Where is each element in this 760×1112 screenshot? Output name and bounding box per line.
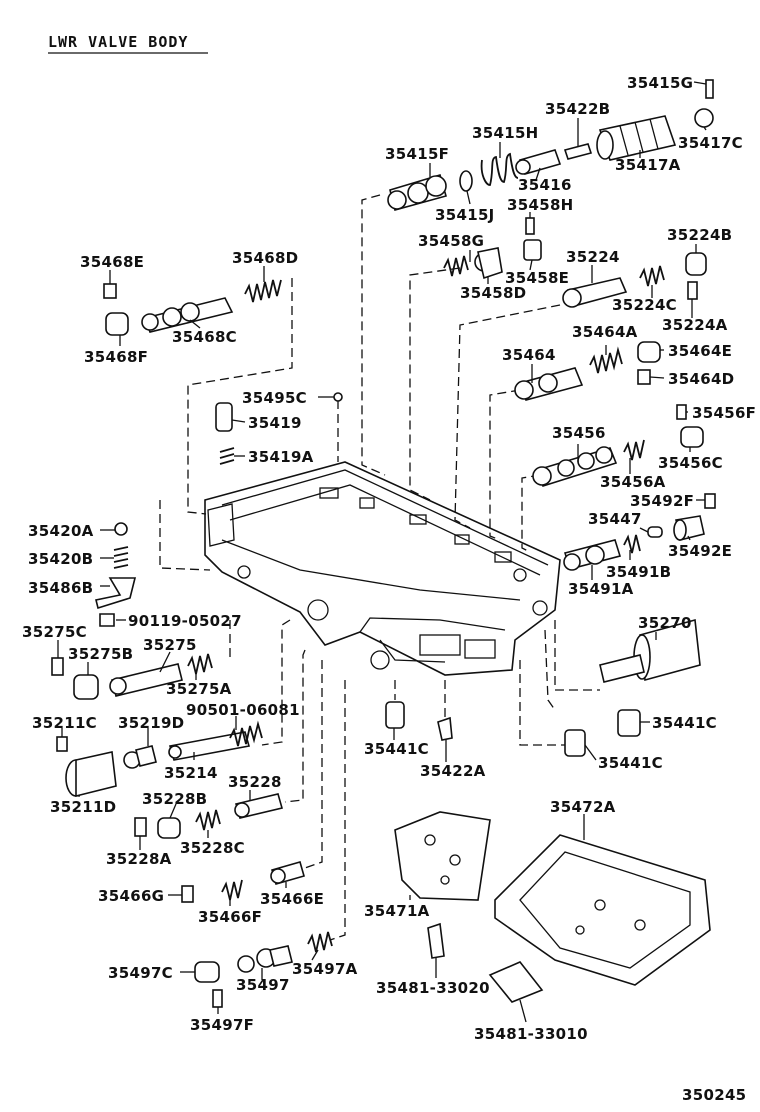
part-label: 35466G xyxy=(98,887,164,905)
part-label: 35441C xyxy=(598,754,663,772)
part-label: 35441C xyxy=(652,714,717,732)
parts-right-lower xyxy=(385,618,711,1003)
part-label: 35486B xyxy=(28,579,93,597)
part-label: 35458H xyxy=(507,196,574,214)
part-label: 35422B xyxy=(545,100,610,118)
part-label: 35419A xyxy=(248,448,314,466)
part-label: 35458E xyxy=(505,269,569,287)
part-label: 90119-05027 xyxy=(128,612,242,630)
part-labels: 35415G 35422B 35415H 35417C 35415F 35416… xyxy=(22,74,756,1043)
part-label: 35416 xyxy=(518,176,572,194)
part-label: 35224C xyxy=(612,296,677,314)
part-label: 35464E xyxy=(668,342,732,360)
part-label: 35468F xyxy=(84,348,148,366)
part-label: 35456 xyxy=(552,424,606,442)
leader-lines xyxy=(57,81,707,1023)
part-label: 35497 xyxy=(236,976,290,994)
part-label: 35214 xyxy=(164,764,218,782)
part-label: 35211C xyxy=(32,714,97,732)
diagram-title: LWR VALVE BODY xyxy=(48,33,188,51)
part-label: 35492F xyxy=(630,492,694,510)
part-label: 35419 xyxy=(248,414,302,432)
valve-body-main xyxy=(204,461,561,676)
part-label: 35456C xyxy=(658,454,723,472)
part-label: 35456F xyxy=(692,404,756,422)
part-label: 35458D xyxy=(460,284,526,302)
part-label: 35275B xyxy=(68,645,133,663)
part-label: 35497C xyxy=(108,964,173,982)
part-label: 35468D xyxy=(232,249,298,267)
part-label: 35270 xyxy=(638,614,692,632)
part-label: 35458G xyxy=(418,232,484,250)
part-label: 35481-33020 xyxy=(376,979,490,997)
part-label: 35464D xyxy=(668,370,734,388)
part-label: 35224 xyxy=(566,248,620,266)
figure-code: 350245 xyxy=(682,1086,746,1104)
part-label: 35466E xyxy=(260,890,324,908)
part-label: 35456A xyxy=(600,473,666,491)
part-label: 35417A xyxy=(615,156,681,174)
part-label: 35228 xyxy=(228,773,282,791)
part-label: 35464 xyxy=(502,346,556,364)
part-label: 35415G xyxy=(627,74,693,92)
part-label: 35497A xyxy=(292,960,358,978)
part-label: 35275C xyxy=(22,623,87,641)
part-label: 35275A xyxy=(166,680,232,698)
part-label: 35491B xyxy=(606,563,671,581)
part-label: 35472A xyxy=(550,798,616,816)
part-label: 35415J xyxy=(435,206,495,224)
part-label: 35466F xyxy=(198,908,262,926)
part-label: 35224B xyxy=(667,226,732,244)
part-label: 35495C xyxy=(242,389,307,407)
part-label: 35228B xyxy=(142,790,207,808)
part-label: 35219D xyxy=(118,714,184,732)
part-label: 35468E xyxy=(80,253,144,271)
part-label: 35228C xyxy=(180,839,245,857)
part-label: 35492E xyxy=(668,542,732,560)
part-label: 35275 xyxy=(143,636,197,654)
parts-top xyxy=(387,79,716,571)
part-label: 35491A xyxy=(568,580,634,598)
part-label: 35497F xyxy=(190,1016,254,1034)
dashed-leaders xyxy=(159,194,600,941)
part-label: 35211D xyxy=(50,798,116,816)
part-label: 90501-06081 xyxy=(186,701,300,719)
part-label: 35464A xyxy=(572,323,638,341)
part-label: 35224A xyxy=(662,316,728,334)
part-label: 35471A xyxy=(364,902,430,920)
part-label: 35420A xyxy=(28,522,94,540)
part-label: 35417C xyxy=(678,134,743,152)
parts-left xyxy=(51,279,343,1008)
part-label: 35228A xyxy=(106,850,172,868)
part-label: 35481-33010 xyxy=(474,1025,588,1043)
part-label: 35415H xyxy=(472,124,539,142)
part-label: 35420B xyxy=(28,550,93,568)
part-label: 35447 xyxy=(588,510,642,528)
part-label: 35468C xyxy=(172,328,237,346)
part-label: 35422A xyxy=(420,762,486,780)
part-label: 35415F xyxy=(385,145,449,163)
part-label: 35441C xyxy=(364,740,429,758)
